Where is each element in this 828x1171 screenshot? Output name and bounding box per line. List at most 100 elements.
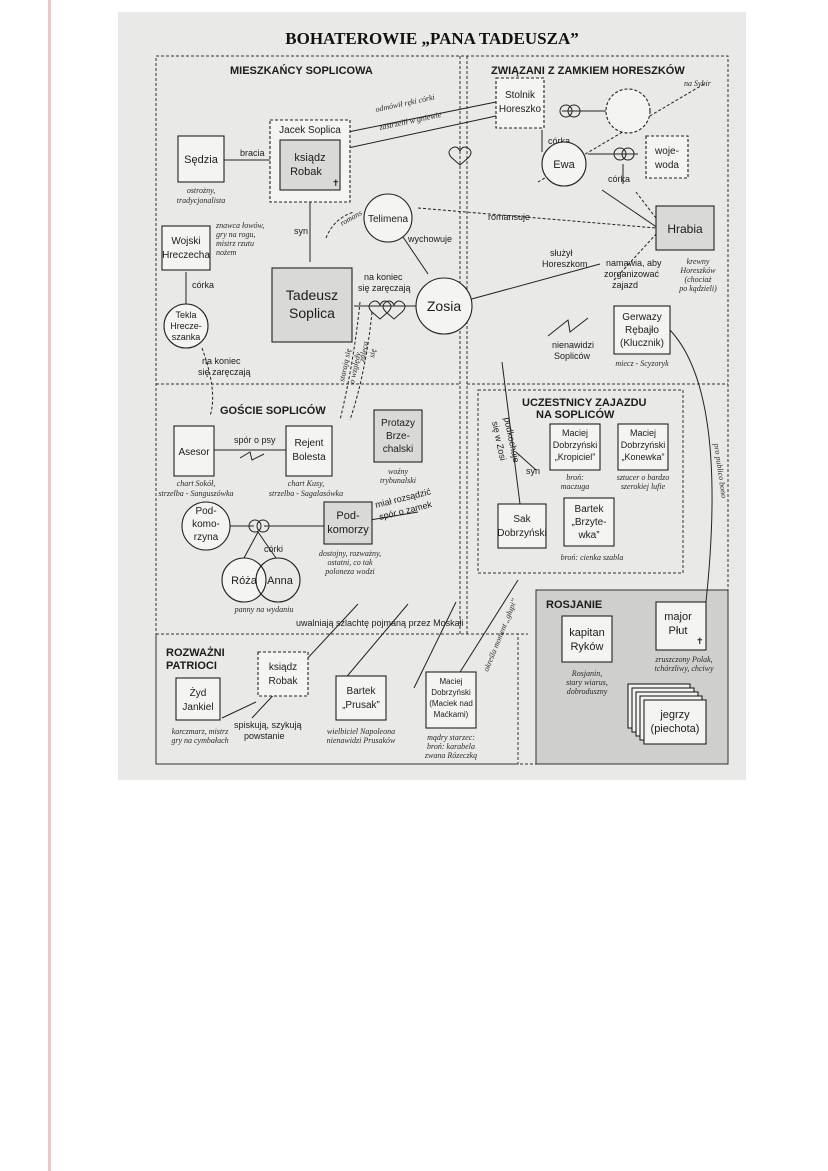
conflict-zigzag-icon xyxy=(239,451,265,461)
character-jegrzy: jegrzy (piechota) xyxy=(627,683,707,745)
character-maciek-nad-mackami: Maciej Dobrzyński (Maciek nad Maćkami) m… xyxy=(424,671,477,760)
character-rejent: Rejent Bolesta chart Kusy, strzelba - Sa… xyxy=(269,425,343,498)
character-sak: Sak Dobrzyński xyxy=(497,503,547,549)
rel-nienawidzi-1: nienawidzi xyxy=(552,340,594,350)
desc-prusak-1: wielbiciel Napoleona xyxy=(327,727,395,736)
rel-zaleca-1: zaleca xyxy=(357,341,370,364)
rings-icon xyxy=(559,104,581,118)
rel-syn-1: syn xyxy=(294,226,308,236)
name-plut-2: Płut xyxy=(669,625,688,637)
name-kropiciel-1: Maciej xyxy=(562,428,588,438)
rel-romans: romans xyxy=(339,208,364,228)
rel-corka-wojski: córka xyxy=(192,280,214,290)
rel-na-sybir: na Sybir xyxy=(684,79,712,88)
rel-spor-o-psy: spór o psy xyxy=(234,435,276,445)
rel-nienawidzi-2: Sopliców xyxy=(554,351,591,361)
page-margin-line xyxy=(48,0,51,1171)
character-wojski: Wojski Hreczecha znawca łowów, gry na ro… xyxy=(161,221,264,271)
desc-podkomorzy-3: poloneza wodzi xyxy=(324,567,375,576)
desc-plut-1: zruszczony Polak, xyxy=(654,655,712,664)
desc-asesor-1: chart Sokół, xyxy=(177,479,216,488)
name-anna: Anna xyxy=(267,575,294,587)
name-jankiel-1: Żyd xyxy=(190,686,207,699)
section-zajazd-1: UCZESTNICY ZAJAZDU xyxy=(522,397,647,409)
character-bartek-brzytewka: Bartek „Brzyte- wka” broń: cienka szabla xyxy=(561,497,623,562)
name-prusak-2: „Prusak” xyxy=(342,700,380,711)
name-tekla-3: szanka xyxy=(172,332,201,342)
character-gerwazy: Gerwazy Rębajło (Klucznik) miecz - Scyzo… xyxy=(613,305,671,368)
character-podkomorzy: Pod- komorzy dostojny, rozważny, ostatni… xyxy=(319,501,381,576)
character-anna: Anna panny na wydaniu xyxy=(234,557,301,614)
name-maciek-2: Dobrzyński xyxy=(431,688,471,697)
cross-icon: ✝ xyxy=(332,178,340,188)
character-ewa: Ewa xyxy=(541,141,587,187)
name-jegrzy-2: (piechota) xyxy=(651,723,700,735)
name-asesor: Asesor xyxy=(178,447,210,458)
name-rykow-1: kapitan xyxy=(569,627,604,639)
rel-namawia-1: namawia, aby xyxy=(606,258,662,268)
section-rozwazni-1: ROZWAŻNI xyxy=(166,646,225,659)
rel-zastrzelil: zastrzelił w gniewie xyxy=(378,110,443,132)
rings-icon-2 xyxy=(613,147,635,161)
section-rosjanie: ROSJANIE xyxy=(546,599,602,611)
desc-jankiel-1: karczmarz, mistrz xyxy=(172,727,229,736)
name-zosia: Zosia xyxy=(427,298,461,314)
rel-romansuje: romansuje xyxy=(488,212,530,222)
character-telimena: Telimena xyxy=(363,193,413,243)
name-kropiciel-3: „Kropiciel” xyxy=(555,452,596,462)
desc-wojski-2: gry na rogu, xyxy=(216,230,255,239)
desc-wojski-1: znawca łowów, xyxy=(215,221,264,230)
rel-wychowuje: wychowuje xyxy=(407,234,452,244)
name-tekla-1: Tekla xyxy=(175,310,196,320)
desc-hrabia-4: po kądzieli) xyxy=(678,284,717,293)
name-maciek-1: Maciej xyxy=(439,677,462,686)
character-plut: major Płut ✝ zruszczony Polak, tchórzliw… xyxy=(654,601,714,673)
rel-na-koniec-2: się zaręczają xyxy=(358,283,411,293)
name-telimena: Telimena xyxy=(368,214,408,225)
diagram-title: BOHATEROWIE „PANA TADEUSZA” xyxy=(285,29,578,48)
desc-kropiciel-1: broń: xyxy=(566,473,584,482)
character-robak-2: ksiądz Robak xyxy=(257,651,309,697)
desc-protazy-2: trybunalski xyxy=(380,476,416,485)
name-protazy-2: Brze- xyxy=(386,431,410,442)
rel-corka-1: córka xyxy=(548,136,570,146)
desc-rykow-1: Rosjanin, xyxy=(571,669,602,678)
name-brzytewka-2: „Brzyte- xyxy=(572,517,607,528)
name-jankiel-2: Jankiel xyxy=(182,702,213,713)
character-tekla: Tekla Hrecze- szanka xyxy=(163,303,209,349)
name-protazy-3: chalski xyxy=(383,444,414,455)
character-wojewoda: woje- woda xyxy=(645,135,689,179)
character-protazy: Protazy Brze- chalski woźny trybunalski xyxy=(373,409,423,485)
desc-rykow-3: dobroduszny xyxy=(567,687,608,696)
name-wojewoda-2: woda xyxy=(654,160,679,171)
character-zosia: Zosia xyxy=(415,277,473,335)
name-kropiciel-2: Dobrzyński xyxy=(553,440,598,450)
desc-wojski-3: mistrz rzutu xyxy=(216,239,254,248)
name-sak-1: Sak xyxy=(513,514,531,525)
rel-namawia-2: zorganizować xyxy=(604,269,660,279)
desc-protazy-1: woźny xyxy=(388,467,408,476)
name-brzytewka-1: Bartek xyxy=(575,504,605,515)
rel-tekla-koniec-2: się zaręczają xyxy=(198,367,251,377)
name-protazy-1: Protazy xyxy=(381,418,415,429)
desc-hrabia-3: (chociaż xyxy=(684,275,712,284)
desc-konewka-1: sztucer o bardzo xyxy=(617,473,670,482)
name-podkomorzy-1: Pod- xyxy=(336,510,360,522)
rel-bracia: bracia xyxy=(240,148,265,158)
character-jacek-robak: Jacek Soplica ksiądz Robak ✝ xyxy=(269,119,351,203)
desc-podkomorzy-2: ostatni, co tak xyxy=(327,558,373,567)
desc-gerwazy: miecz - Scyzoryk xyxy=(615,359,669,368)
rozwazni-frame xyxy=(155,633,519,765)
name-maciek-4: Maćkami) xyxy=(434,710,469,719)
name-stolnik-1: Stolnik xyxy=(505,90,536,101)
hearts-engagement xyxy=(368,300,406,320)
desc-sedzia-2: tradycjonalista xyxy=(177,196,225,205)
section-horeszko: ZWIĄZANI Z ZAMKIEM HORESZKÓW xyxy=(491,64,685,77)
name-rykow-2: Ryków xyxy=(570,641,603,653)
relation-lines xyxy=(185,83,713,719)
desc-asesor-2: strzelba - Sanguszówka xyxy=(158,489,233,498)
rings-icon-3 xyxy=(248,519,270,533)
name-podkomorzyna-3: rzyna xyxy=(194,532,219,543)
character-maciej-konewka: Maciej Dobrzyński „Konewka” sztucer o ba… xyxy=(617,423,670,491)
desc-maciek-3: zwana Rózeczką xyxy=(424,751,477,760)
